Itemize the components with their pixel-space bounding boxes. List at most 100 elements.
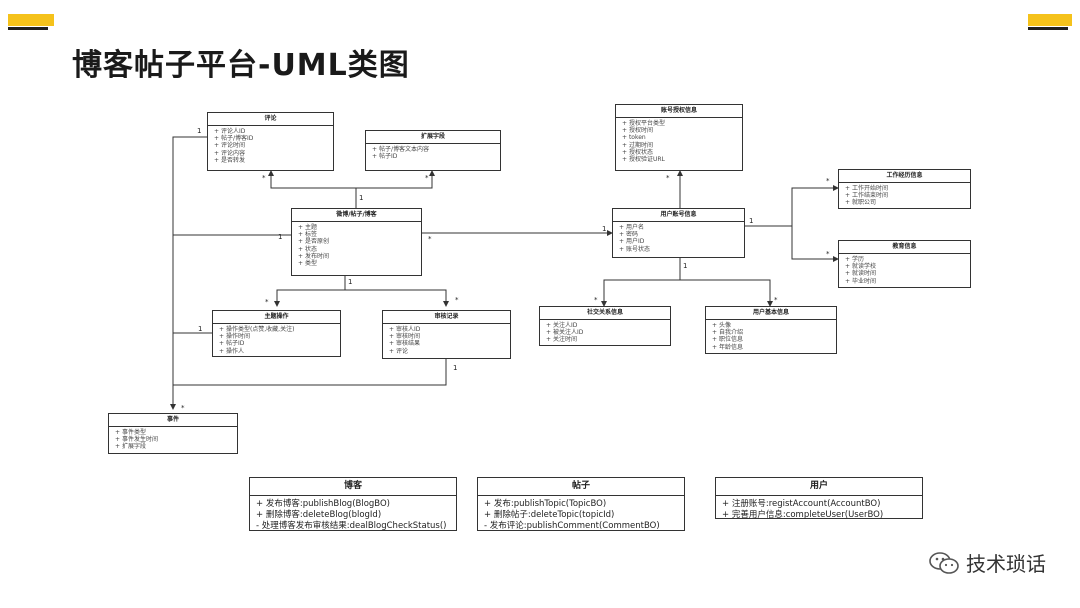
class-attribute: 审核时间 (389, 333, 506, 340)
mult-work: * (826, 177, 830, 185)
class-attribute: 标签 (298, 231, 417, 238)
ops-user-items: + 注册账号:registAccount(AccountBO)+ 完善用户信息:… (716, 496, 922, 524)
line-account-social (601, 258, 681, 307)
mult-account-left: 1 (602, 225, 606, 233)
class-ext-title: 扩展字段 (366, 131, 500, 144)
ops-topic-items: + 发布:publishTopic(TopicBO)+ 删除帖子:deleteT… (478, 496, 684, 535)
line-post-topicop (274, 276, 346, 307)
class-comment: 评论 评论人ID帖子/博客ID评论时间评论内容是否转发 (207, 112, 334, 171)
class-attribute: 帖子/博客ID (214, 135, 329, 142)
ops-user: 用户 + 注册账号:registAccount(AccountBO)+ 完善用户… (715, 477, 923, 520)
operation-item: + 注册账号:registAccount(AccountBO) (722, 499, 881, 509)
class-social-title: 社交关系信息 (540, 307, 670, 320)
mult-topicop-left: 1 (198, 325, 202, 333)
class-attribute: 账号状态 (619, 246, 740, 253)
accent-bar-left (8, 14, 54, 26)
class-attribute: 发布时间 (298, 253, 417, 260)
class-attribute: 年龄信息 (712, 344, 832, 351)
class-ext: 扩展字段 帖子/博客文本内容帖子ID (365, 130, 501, 171)
class-attribute: 用户ID (619, 238, 740, 245)
mult-edu: * (826, 250, 830, 258)
class-basic-title: 用户基本信息 (706, 307, 836, 320)
class-attribute: 授权验证URL (622, 156, 738, 163)
mult-basic: * (774, 296, 778, 304)
class-attribute: 关注人ID (546, 322, 666, 329)
class-attribute: 毕业时间 (845, 278, 966, 285)
class-topicop: 主题操作 操作类型(点赞,收藏,关注)操作时间帖子ID操作人 (212, 310, 341, 357)
class-attribute: 密码 (619, 231, 740, 238)
wechat-icon (929, 551, 959, 574)
line-post-comment (268, 170, 357, 208)
class-attribute: 主题 (298, 224, 417, 231)
class-attribute: 评论人ID (214, 128, 329, 135)
mult-event: * (181, 404, 185, 412)
class-basic-attrs: 头像自我介绍职位信息年龄信息 (706, 320, 836, 352)
class-event-title: 事件 (109, 414, 237, 427)
mult-auth: * (666, 174, 670, 182)
operation-item: + 删除博客:deleteBlog(blogId) (256, 510, 382, 520)
mult-topicop: * (265, 298, 269, 306)
class-attribute: 就职公司 (845, 199, 966, 206)
class-attribute: 用户名 (619, 224, 740, 231)
accent-underline-left (8, 27, 48, 30)
class-attribute: token (622, 134, 738, 141)
class-attribute: 事件类型 (115, 429, 233, 436)
class-work-attrs: 工作开始时间工作结束时间就职公司 (839, 183, 970, 208)
class-attribute: 评论内容 (214, 150, 329, 157)
class-edu-attrs: 学历就读学校就读时间毕业时间 (839, 254, 970, 286)
mult-social: * (594, 296, 598, 304)
class-attribute: 操作类型(点赞,收藏,关注) (219, 326, 336, 333)
line-account-edu (791, 226, 839, 262)
class-attribute: 授权平台类型 (622, 120, 738, 127)
ops-topic-title: 帖子 (478, 478, 684, 496)
class-auth-title: 账号授权信息 (616, 105, 742, 118)
line-post-audit (345, 289, 449, 307)
class-topicop-title: 主题操作 (213, 311, 340, 324)
class-attribute: 授权时间 (622, 127, 738, 134)
mult-audit: * (455, 296, 459, 304)
class-audit-title: 审核记录 (383, 311, 510, 324)
class-account: 用户账号信息 用户名密码用户ID账号状态 (612, 208, 745, 258)
operation-item: - 处理博客发布审核结果:dealBlogCheckStatus() (256, 521, 447, 531)
ops-blog: 博客 + 发布博客:publishBlog(BlogBO)+ 删除博客:dele… (249, 477, 457, 531)
class-attribute: 扩展字段 (115, 443, 233, 450)
class-event-attrs: 事件类型事件发生时间扩展字段 (109, 427, 237, 452)
mult-post-top: 1 (359, 194, 363, 202)
class-attribute: 过期时间 (622, 142, 738, 149)
class-attribute: 状态 (298, 246, 417, 253)
class-account-title: 用户账号信息 (613, 209, 744, 222)
class-attribute: 事件发生时间 (115, 436, 233, 443)
brand-watermark: 技术琐话 (928, 548, 1046, 577)
class-auth-attrs: 授权平台类型授权时间token过期时间授权状态授权验证URL (616, 118, 742, 164)
class-attribute: 类型 (298, 260, 417, 267)
class-audit: 审核记录 审核人ID审核时间审核结果评论 (382, 310, 511, 359)
accent-bar-right (1028, 14, 1072, 26)
class-attribute: 自我介绍 (712, 329, 832, 336)
mult-post-left: 1 (278, 233, 282, 241)
ops-user-title: 用户 (716, 478, 922, 496)
ops-blog-items: + 发布博客:publishBlog(BlogBO)+ 删除博客:deleteB… (250, 496, 456, 535)
mult-comment-left: 1 (197, 127, 201, 135)
class-post-title: 微博/帖子/博客 (292, 209, 421, 222)
class-comment-attrs: 评论人ID帖子/博客ID评论时间评论内容是否转发 (208, 126, 333, 165)
class-attribute: 评论时间 (214, 142, 329, 149)
operation-item: + 发布:publishTopic(TopicBO) (484, 499, 607, 509)
class-comment-title: 评论 (208, 113, 333, 126)
class-social: 社交关系信息 关注人ID被关注人ID关注时间 (539, 306, 671, 346)
class-attribute: 操作人 (219, 348, 336, 355)
operation-item: + 发布博客:publishBlog(BlogBO) (256, 499, 390, 509)
class-attribute: 评论 (389, 348, 506, 355)
mult-post-bottom: 1 (348, 278, 352, 286)
class-post: 微博/帖子/博客 主题标签是否原创状态发布时间类型 (291, 208, 422, 276)
class-attribute: 就读时间 (845, 270, 966, 277)
class-edu-title: 教育信息 (839, 241, 970, 254)
class-attribute: 工作开始时间 (845, 185, 966, 192)
class-auth: 账号授权信息 授权平台类型授权时间token过期时间授权状态授权验证URL (615, 104, 743, 171)
class-post-attrs: 主题标签是否原创状态发布时间类型 (292, 222, 421, 268)
class-social-attrs: 关注人ID被关注人ID关注时间 (540, 320, 670, 345)
class-attribute: 是否原创 (298, 238, 417, 245)
class-attribute: 帖子ID (372, 153, 496, 160)
class-attribute: 是否转发 (214, 157, 329, 164)
line-account-work (745, 185, 839, 227)
class-attribute: 帖子ID (219, 340, 336, 347)
